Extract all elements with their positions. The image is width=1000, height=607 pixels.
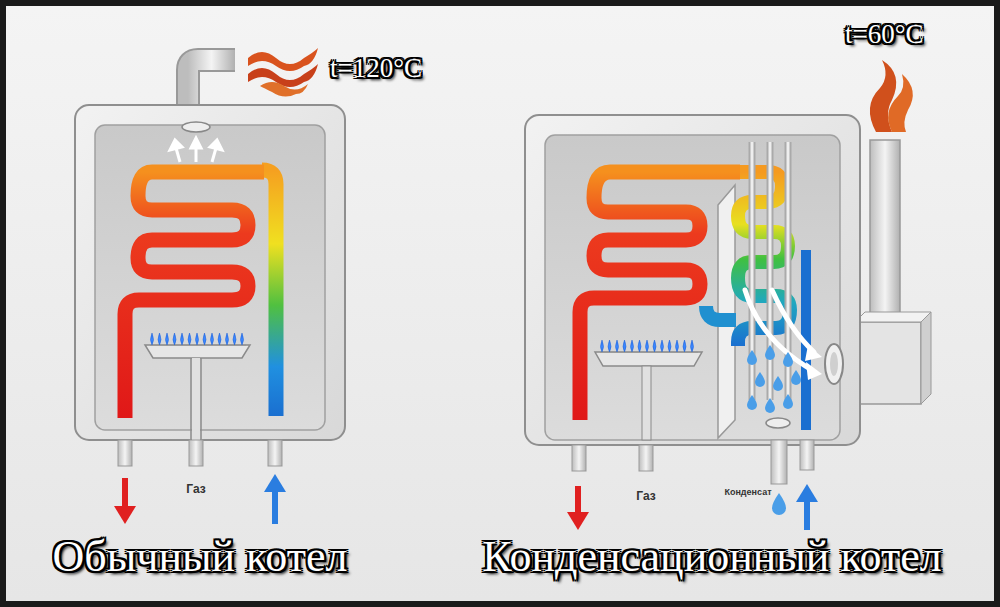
gas-label: Газ [186,483,205,496]
temperature-label: t=60°C [845,20,924,50]
caption-label: Конденсационный котел [482,533,941,581]
caption-label: Обычный котел [53,533,348,581]
temperature-label: t=120°C [330,54,422,84]
gas-label: Газ [636,490,655,503]
conventional-boiler [75,48,345,524]
condensing-boiler [525,60,931,530]
condensate-label: Конденсат [724,488,771,498]
